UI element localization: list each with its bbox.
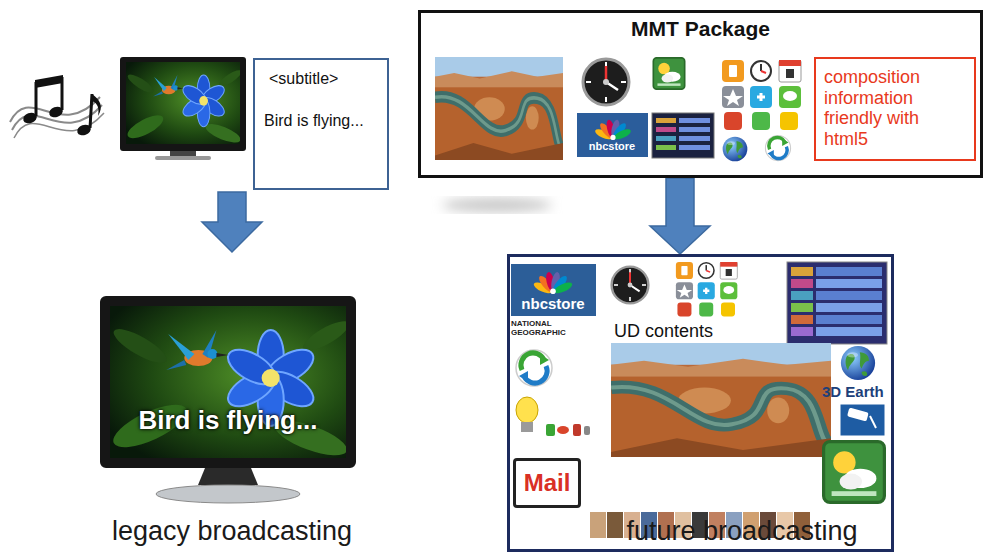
future-icons (676, 262, 737, 316)
future-icons (516, 397, 538, 423)
small-tv (125, 62, 243, 146)
future-icons (841, 346, 875, 380)
small-tv (120, 57, 246, 160)
package-icons (656, 136, 676, 141)
node-text: Bird is flying... (264, 112, 364, 130)
package-shadow (442, 198, 552, 212)
future-icons (516, 350, 552, 386)
node-text: MMT Package (631, 17, 770, 41)
node-text: Mail (524, 469, 571, 497)
future-icons (532, 271, 573, 295)
package-icons (722, 60, 801, 130)
package-icons (679, 145, 710, 150)
future-icons (816, 291, 882, 300)
future-icons (521, 422, 533, 432)
music-notes (35, 75, 63, 88)
small-tv (155, 156, 211, 160)
package-icons (765, 135, 790, 160)
tv-screen: Bird is flying... (100, 296, 356, 468)
node-text: <subtitle> (269, 70, 338, 88)
package-icons (594, 119, 632, 141)
future-icons (546, 424, 555, 436)
future-icons (840, 404, 885, 436)
music-notes (10, 75, 104, 138)
package-icons (679, 127, 710, 132)
future-icons (816, 267, 882, 276)
package-icons (679, 136, 710, 141)
future-icons (816, 279, 882, 288)
node-text: Bird is flying... (138, 406, 317, 436)
block-arrow (202, 192, 262, 252)
future-icons (791, 279, 813, 288)
future-icons (870, 416, 876, 428)
caption-label: legacy broadcasting (112, 516, 352, 547)
legacy-tv (108, 306, 353, 462)
package-icons (583, 59, 629, 105)
composition-box: composition information friendly with ht… (814, 57, 976, 161)
package-box: MMT Package composition information frien… (418, 10, 983, 178)
node-text: composition information friendly with ht… (824, 67, 968, 150)
future-icons (607, 512, 623, 538)
future-icons (791, 291, 813, 300)
package-icons (656, 118, 676, 123)
package-icons (656, 127, 676, 132)
logo-text: nbcstore (521, 295, 584, 312)
music-notes (91, 94, 101, 116)
future-icons (816, 315, 882, 324)
future-icons (612, 267, 649, 304)
node-text: UD contents (614, 321, 713, 342)
block-arrow (202, 192, 262, 252)
future-icons (511, 262, 887, 538)
future-icons (816, 327, 882, 336)
package-icons (656, 145, 676, 150)
future-icons (791, 315, 813, 324)
small-tv (170, 151, 196, 156)
future-icons (584, 426, 590, 435)
future-icons (787, 262, 887, 344)
legacy-tv (156, 485, 300, 503)
future-icons (590, 512, 606, 538)
package-shadow (442, 198, 552, 212)
node-text: 3D Earth (822, 383, 884, 400)
future-icons (557, 426, 569, 434)
future-icons (816, 303, 882, 312)
block-arrow (650, 178, 710, 254)
future-icons (824, 442, 885, 503)
small-tv (120, 57, 246, 151)
legacy-tv (198, 468, 258, 485)
package-icons (435, 57, 801, 161)
subtitle-box: <subtitle> Bird is flying... (253, 58, 389, 190)
future-icons (791, 327, 813, 336)
future-icons (791, 267, 813, 276)
mail-box: Mail (513, 458, 581, 508)
future-icons (847, 408, 869, 422)
package-icons (577, 113, 648, 157)
logo-text: nbcstore (589, 140, 635, 153)
future-icons (611, 343, 831, 457)
package-icons (723, 137, 748, 162)
package-icons (652, 113, 714, 158)
package-icons (679, 118, 710, 123)
future-icons (791, 303, 813, 312)
legacy-tv (108, 306, 353, 503)
caption-label: future broadcasting (626, 516, 857, 547)
package-icons (653, 58, 684, 89)
logo-text: NATIONAL GEOGRAPHIC (511, 319, 571, 337)
future-icons (573, 424, 581, 436)
package-icons (435, 57, 563, 160)
future-icons (511, 264, 596, 316)
